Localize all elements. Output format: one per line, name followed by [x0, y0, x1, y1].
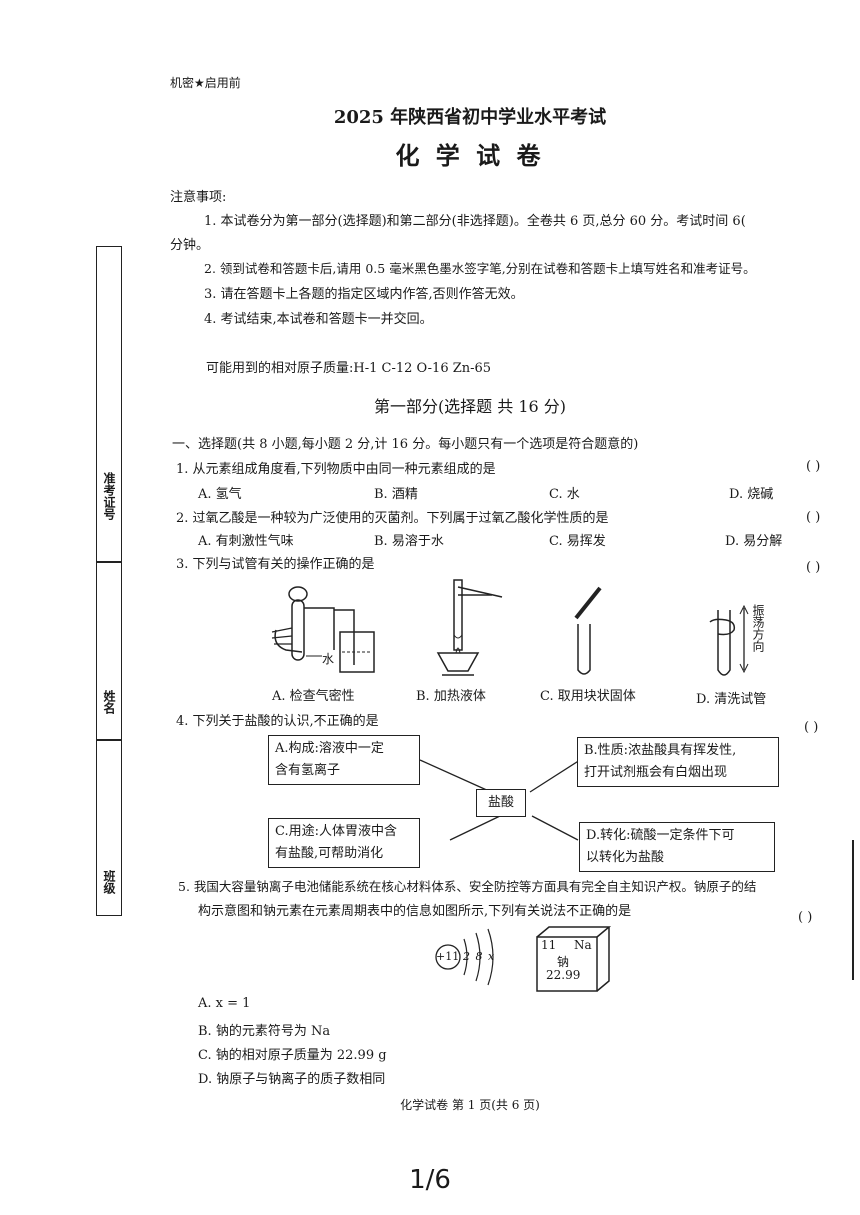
- periodic-atomic-number: 11: [541, 938, 557, 952]
- q5-option-d: D. 钠原子与钠离子的质子数相同: [198, 1072, 386, 1087]
- q4-card-b-line1: B.性质:浓盐酸具有挥发性,: [584, 743, 737, 758]
- airtightness-check-diagram: [271, 586, 375, 673]
- q4-card-d: D.转化:硫酸一定条件下可 以转化为盐酸: [579, 822, 775, 872]
- q2-option-d: D. 易分解: [725, 534, 783, 549]
- name-box: [96, 561, 122, 741]
- q4-card-c: C.用途:人体胃液中含 有盐酸,可帮助消化: [268, 818, 420, 868]
- periodic-symbol: Na: [574, 938, 592, 952]
- page-footer: 化学试卷 第 1 页(共 6 页): [400, 1098, 540, 1112]
- q5-option-c: C. 钠的相对原子质量为 22.99 g: [198, 1048, 387, 1063]
- q4-card-a-line1: A.构成:溶液中一定: [275, 741, 384, 756]
- atomic-mass-line: 可能用到的相对原子质量:H-1 C-12 O-16 Zn-65: [206, 361, 492, 376]
- q1-stem: 1. 从元素组成角度看,下列物质中由同一种元素组成的是: [176, 462, 496, 477]
- q2-option-a: A. 有刺激性气味: [198, 534, 294, 549]
- exam-title: 2025 年陕西省初中学业水平考试: [333, 107, 607, 128]
- q5-stem-line2: 构示意图和钠元素在元素周期表中的信息如图所示,下列有关说法不正确的是: [198, 904, 632, 919]
- part1-heading: 第一部分(选择题 共 16 分): [373, 397, 567, 416]
- q4-center-node: 盐酸: [476, 789, 526, 817]
- shake-direction-label: 振荡方向: [751, 604, 765, 652]
- water-label: 水: [322, 652, 335, 666]
- scan-edge-mark: [852, 840, 854, 980]
- q4-card-b-line2: 打开试剂瓶会有白烟出现: [584, 765, 728, 780]
- nucleus-charge: +11: [436, 950, 460, 963]
- shaking-tube-diagram: [709, 604, 749, 676]
- q4-card-c-line1: C.用途:人体胃液中含: [275, 824, 397, 839]
- q5-option-a: A. x = 1: [198, 996, 251, 1011]
- class-box: [96, 739, 122, 916]
- q1-answer-paren: ( ): [806, 459, 821, 474]
- q4-center-label: 盐酸: [487, 795, 514, 810]
- periodic-cell-frame: [536, 926, 612, 992]
- q4-stem: 4. 下列关于盐酸的认识,不正确的是: [176, 714, 379, 729]
- q2-stem: 2. 过氧乙酸是一种较为广泛使用的灭菌剂。下列属于过氧乙酸化学性质的是: [176, 511, 609, 526]
- notice-item-3: 3. 请在答题卡上各题的指定区域内作答,否则作答无效。: [204, 287, 524, 302]
- q4-card-c-line2: 有盐酸,可帮助消化: [275, 846, 384, 861]
- q4-card-b: B.性质:浓盐酸具有挥发性, 打开试剂瓶会有白烟出现: [577, 737, 779, 787]
- q3-stem: 3. 下列与试管有关的操作正确的是: [176, 557, 375, 572]
- q4-answer-paren: ( ): [804, 720, 819, 735]
- sodium-atom-structure-diagram: [435, 928, 494, 986]
- exam-number-label: 准考证号: [102, 472, 116, 520]
- q1-option-a: A. 氢气: [198, 487, 242, 502]
- name-label: 姓名: [102, 690, 116, 714]
- q1-option-d: D. 烧碱: [729, 487, 774, 502]
- q2-option-c: C. 易挥发: [549, 534, 606, 549]
- page-indicator: 1/6: [409, 1165, 451, 1195]
- periodic-name: 钠: [557, 955, 570, 969]
- q1-option-b: B. 酒精: [374, 487, 418, 502]
- notice-item-2: 2. 领到试卷和答题卡后,请用 0.5 毫米黑色墨水签字笔,分别在试卷和答题卡上…: [204, 261, 756, 276]
- q3-option-c: C. 取用块状固体: [540, 689, 636, 704]
- q4-card-a: A.构成:溶液中一定 含有氢离子: [268, 735, 420, 785]
- q5-answer-paren: ( ): [798, 910, 813, 925]
- q4-card-a-line2: 含有氢离子: [275, 763, 341, 778]
- periodic-atomic-mass: 22.99: [546, 968, 581, 982]
- q3-answer-paren: ( ): [806, 560, 821, 575]
- q3-option-a: A. 检查气密性: [272, 689, 355, 704]
- q5-stem-line1: 5. 我国大容量钠离子电池储能系统在核心材料体系、安全防控等方面具有完全自主知识…: [178, 879, 757, 894]
- q4-card-d-line2: 以转化为盐酸: [586, 850, 665, 865]
- notice-item-1: 1. 本试卷分为第一部分(选择题)和第二部分(非选择题)。全卷共 6 页,总分 …: [204, 214, 746, 229]
- section-instructions: 一、选择题(共 8 小题,每小题 2 分,计 16 分。每小题只有一个选项是符合…: [172, 437, 639, 452]
- heating-liquid-diagram: [436, 579, 503, 676]
- q2-answer-paren: ( ): [806, 510, 821, 525]
- q5-option-b: B. 钠的元素符号为 Na: [198, 1024, 331, 1039]
- q3-option-b: B. 加热液体: [416, 689, 486, 704]
- notice-item-1-cont: 分钟。: [170, 238, 210, 253]
- notice-heading: 注意事项:: [170, 190, 227, 205]
- confidential-mark: 机密★启用前: [170, 76, 241, 90]
- q2-option-b: B. 易溶于水: [374, 534, 444, 549]
- notice-item-4: 4. 考试结束,本试卷和答题卡一并交回。: [204, 312, 433, 327]
- class-label: 班级: [102, 870, 116, 894]
- q1-option-c: C. 水: [549, 487, 580, 502]
- exam-number-box: [96, 246, 122, 563]
- exam-subtitle: 化 学 试 卷: [395, 141, 545, 170]
- solid-block-diagram: [574, 586, 602, 675]
- electron-shells: 2 8 x: [463, 950, 496, 963]
- q4-card-d-line1: D.转化:硫酸一定条件下可: [586, 828, 735, 843]
- q3-option-d: D. 清洗试管: [696, 692, 767, 707]
